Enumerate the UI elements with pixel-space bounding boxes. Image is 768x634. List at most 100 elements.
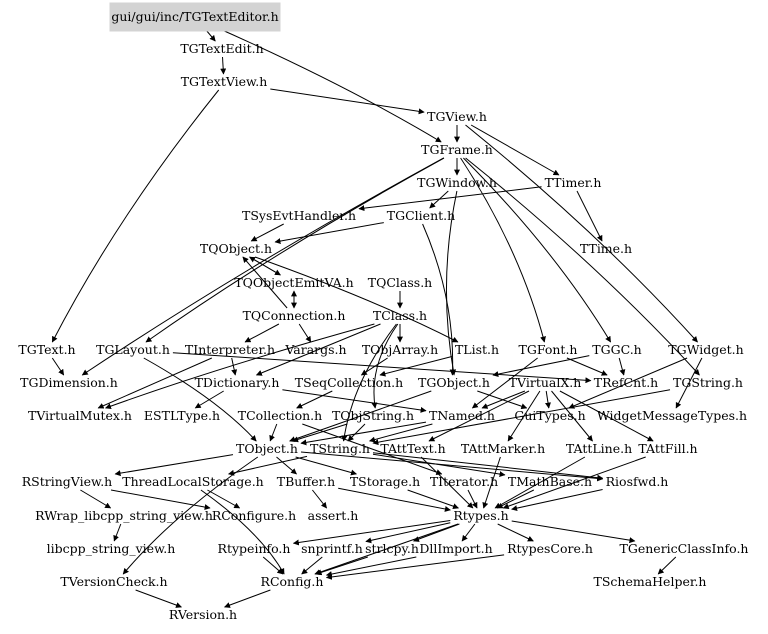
node-tqconnection[interactable]: TQConnection.h [243, 308, 346, 323]
node-widgetmessagetypes[interactable]: WidgetMessageTypes.h [597, 408, 747, 423]
node-label: WidgetMessageTypes.h [597, 408, 747, 423]
node-titerator[interactable]: TIterator.h [430, 474, 498, 489]
node-tatttext[interactable]: TAttText.h [380, 441, 445, 456]
edge-rtypes-to-tgenericclassinfo [511, 520, 636, 544]
node-tgtext[interactable]: TGText.h [18, 342, 75, 357]
node-tvirtualmutex[interactable]: TVirtualMutex.h [28, 408, 132, 423]
node-rwrap-libcpp-string-view[interactable]: RWrap_libcpp_string_view.h [35, 508, 213, 523]
node-tgview[interactable]: TGView.h [427, 109, 487, 124]
node-rconfig[interactable]: RConfig.h [261, 574, 324, 589]
node-tschemahelper[interactable]: TSchemaHelper.h [594, 574, 707, 589]
edge-tgframe-to-tggc [463, 157, 612, 343]
node-label: TGFont.h [519, 342, 578, 357]
node-tobject[interactable]: TObject.h [236, 441, 298, 456]
node-tgtextedit[interactable]: TGTextEdit.h [180, 41, 263, 56]
edge-tglayout-to-tobject [143, 357, 257, 442]
node-guitypes[interactable]: GuiTypes.h [514, 408, 585, 423]
node-tbuffer[interactable]: TBuffer.h [277, 474, 335, 489]
node-rstringview[interactable]: RStringView.h [22, 474, 112, 489]
node-rconfigure[interactable]: RConfigure.h [212, 508, 296, 523]
edge-tbuffer-to-assert [312, 489, 327, 509]
node-tqobjectemitva[interactable]: TQObjectEmitVA.h [234, 275, 353, 290]
edge-rtypescore-to-rconfig [325, 554, 505, 580]
node-trefcnt[interactable]: TRefCnt.h [594, 375, 658, 390]
node-tglayout[interactable]: TGLayout.h [96, 342, 170, 357]
node-tgstring[interactable]: TGString.h [673, 375, 743, 390]
node-tobjarray[interactable]: TObjArray.h [362, 342, 438, 357]
node-label: TGenericClassInfo.h [620, 541, 749, 556]
node-estltype[interactable]: ESTLType.h [144, 408, 220, 423]
node-tattmarker[interactable]: TAttMarker.h [461, 441, 545, 456]
node-tseqcollection[interactable]: TSeqCollection.h [295, 375, 403, 390]
node-tsysevthandler[interactable]: TSysEvtHandler.h [242, 208, 356, 223]
edge-tvirtualx-to-tnamed [481, 390, 526, 409]
node-rtypes[interactable]: Rtypes.h [453, 508, 508, 523]
node-tggc[interactable]: TGGC.h [592, 342, 641, 357]
node-rtypescore[interactable]: RtypesCore.h [507, 541, 593, 556]
node-tdictionary[interactable]: TDictionary.h [195, 375, 280, 390]
node-tgenericclassinfo[interactable]: TGenericClassInfo.h [620, 541, 749, 556]
edge-tgtextview-to-tgtext [51, 89, 220, 343]
node-label: TVirtualX.h [509, 375, 582, 390]
node-tstorage[interactable]: TStorage.h [350, 474, 420, 489]
node-tgtextview[interactable]: TGTextView.h [181, 74, 268, 89]
node-label: TGText.h [18, 342, 75, 357]
edge-tattline-to-rtypes [494, 456, 586, 509]
node-tversioncheck[interactable]: TVersionCheck.h [60, 574, 167, 589]
node-libcpp-string-view[interactable]: libcpp_string_view.h [47, 541, 176, 556]
edge-rwrap_libcpp_string_view-to-libcpp_string_view [113, 523, 122, 542]
node-ttimer[interactable]: TTimer.h [545, 175, 602, 190]
node-tgwidget[interactable]: TGWidget.h [668, 342, 743, 357]
node-tgclient[interactable]: TGClient.h [387, 208, 455, 223]
edge-tqconnection-to-varargs [298, 323, 312, 343]
edge-threadlocalstorage-to-rconfigure [207, 489, 241, 509]
node-label: TGWidget.h [668, 342, 743, 357]
node-rtypeinfo[interactable]: Rtypeinfo.h [218, 541, 291, 556]
node-tqclass[interactable]: TQClass.h [368, 275, 432, 290]
node-tstring[interactable]: TString.h [310, 441, 370, 456]
edge-tobjstring-to-tstring [347, 423, 366, 442]
node-tobjstring[interactable]: TObjString.h [332, 408, 414, 423]
node-ttime[interactable]: TTime.h [580, 241, 632, 256]
node-label: TVirtualMutex.h [28, 408, 132, 423]
node-tlist[interactable]: TList.h [455, 342, 499, 357]
node-tgfont[interactable]: TGFont.h [519, 342, 578, 357]
node-rversion[interactable]: RVersion.h [169, 607, 237, 622]
node-tnamed[interactable]: TNamed.h [429, 408, 495, 423]
edge-tgwindow-to-tgobject [445, 190, 458, 376]
node-label: TGFrame.h [421, 142, 493, 157]
node-riosfwd[interactable]: Riosfwd.h [606, 474, 669, 489]
node-assert[interactable]: assert.h [308, 508, 359, 523]
node-tgframe[interactable]: TGFrame.h [421, 142, 493, 157]
node-label: RWrap_libcpp_string_view.h [35, 508, 213, 523]
edge-tgfont-to-trefcnt [566, 357, 608, 376]
node-tclass[interactable]: TClass.h [373, 308, 427, 323]
edge-tgtextedit-to-tgtextview [220, 56, 227, 75]
node-tmathbase[interactable]: TMathBase.h [508, 474, 592, 489]
node-tattline[interactable]: TAttLine.h [566, 441, 632, 456]
node-label: TSchemaHelper.h [594, 574, 707, 589]
node-snprintf[interactable]: snprintf.h [301, 541, 363, 556]
edge-tqconnection-to-tqobject [242, 256, 288, 309]
node-strlcpy[interactable]: strlcpy.h [365, 541, 419, 556]
edge-tinterpreter-to-tvirtualmutex [97, 357, 213, 409]
node-tgdimension[interactable]: TGDimension.h [20, 375, 118, 390]
node-tqobject[interactable]: TQObject.h [200, 241, 272, 256]
node-tattfill[interactable]: TAttFill.h [638, 441, 697, 456]
node-layer: gui/gui/inc/TGTextEditor.hTGTextEdit.hTG… [18, 2, 749, 622]
node-label: Varargs.h [284, 342, 346, 357]
edge-rtypes-to-rconfig [314, 523, 459, 576]
node-tvirtualx[interactable]: TVirtualX.h [509, 375, 582, 390]
node-tinterpreter[interactable]: TInterpreter.h [185, 342, 275, 357]
edge-threadlocalstorage-to-rconfig [200, 489, 285, 575]
edge-rtypes-to-snprintf [365, 522, 451, 544]
node-tgwindow[interactable]: TGWindow.h [417, 175, 497, 190]
node-threadlocalstorage[interactable]: ThreadLocalStorage.h [122, 474, 263, 489]
node-tcollection[interactable]: TCollection.h [238, 408, 322, 423]
node-tgtexteditor[interactable]: gui/gui/inc/TGTextEditor.h [109, 2, 281, 32]
node-tgobject[interactable]: TGObject.h [418, 375, 490, 390]
node-dllimport[interactable]: DllImport.h [419, 541, 492, 556]
node-label: TClass.h [373, 308, 427, 323]
edge-tatttext-to-rtypes [420, 456, 474, 509]
node-varargs[interactable]: Varargs.h [284, 342, 346, 357]
